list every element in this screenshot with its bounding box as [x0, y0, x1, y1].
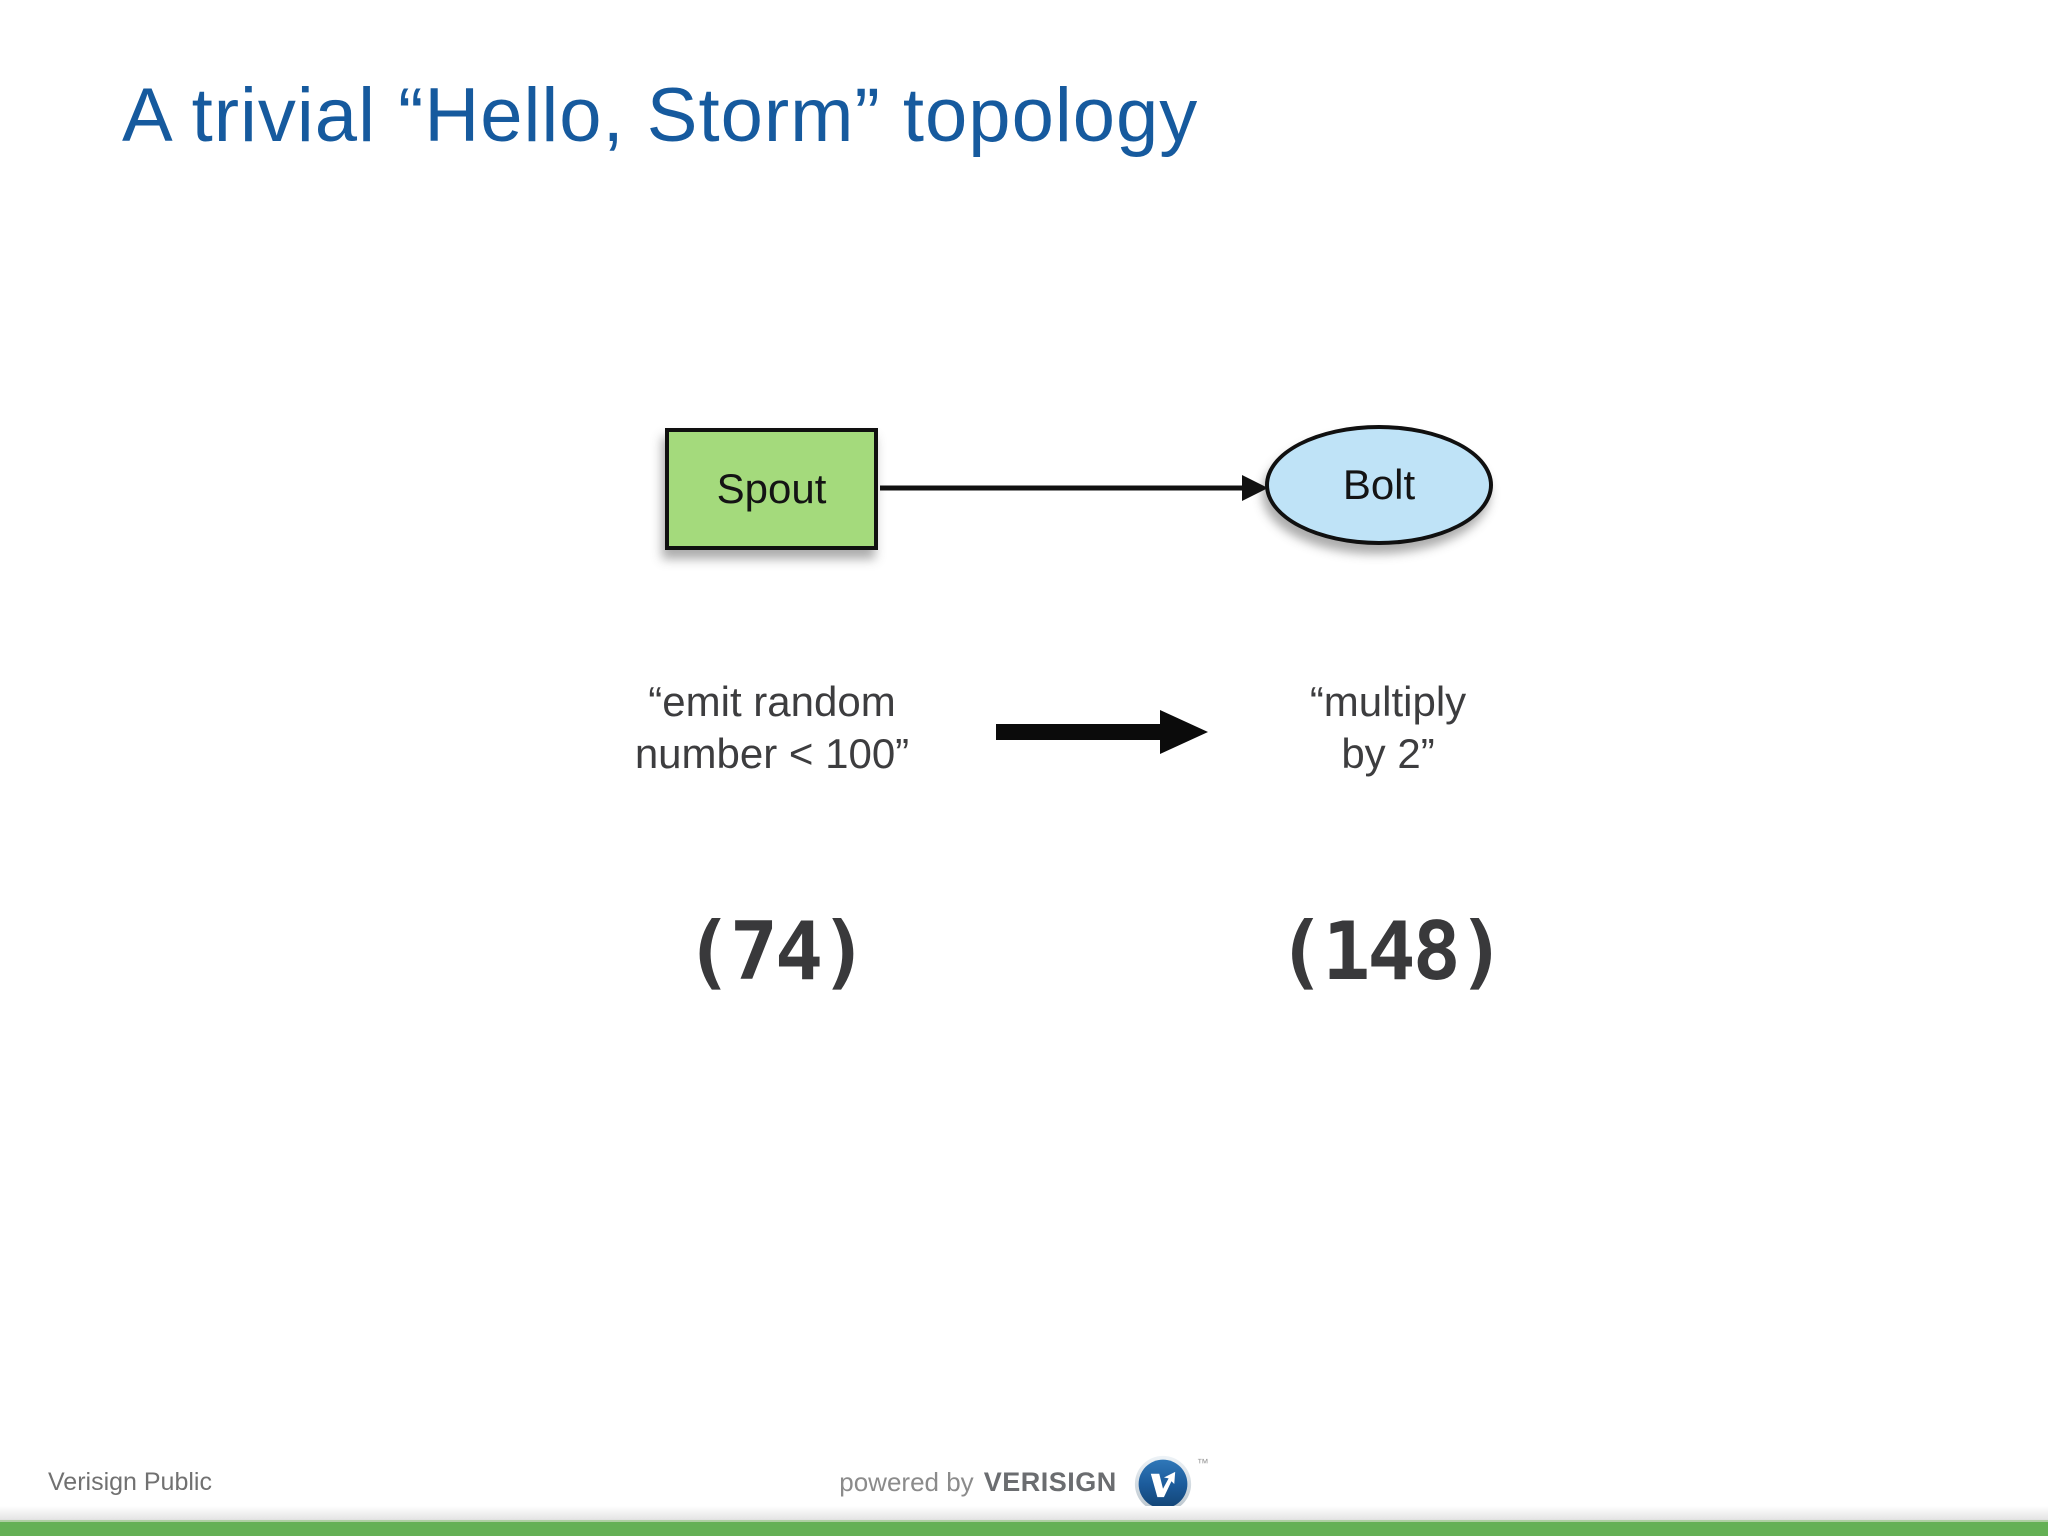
- spout-node: Spout: [665, 428, 878, 550]
- footer-classification: Verisign Public: [48, 1468, 212, 1496]
- bolt-annotation: “multiply by 2”: [1188, 676, 1588, 780]
- verisign-wordmark: VERISIGN: [983, 1466, 1117, 1497]
- spout-node-label: Spout: [716, 465, 827, 512]
- spout-annotation-line1: “emit random: [648, 678, 896, 725]
- footer-green-bar: [0, 1520, 2048, 1536]
- spout-annotation: “emit random number < 100”: [572, 676, 972, 780]
- bolt-node-label: Bolt: [1342, 461, 1416, 508]
- spout-emitted-value: (74): [684, 905, 869, 998]
- powered-by-verisign: powered by VERISIGN ™: [0, 1450, 2048, 1514]
- bolt-annotation-line1: “multiply: [1309, 678, 1467, 725]
- spout-annotation-line2: number < 100”: [634, 730, 910, 778]
- footer-fade-strip: [0, 1506, 2048, 1522]
- powered-by-label: powered by: [839, 1466, 974, 1497]
- spout-to-bolt-arrow: [880, 475, 1268, 501]
- bolt-emitted-value: (148): [1277, 905, 1506, 998]
- transform-arrow: [996, 710, 1208, 754]
- slide-title: A trivial “Hello, Storm” topology: [122, 73, 1199, 158]
- bolt-node: Bolt: [1265, 425, 1493, 545]
- bolt-annotation-line2: by 2”: [1341, 730, 1435, 778]
- verisign-v-logo-icon: [1134, 1455, 1191, 1513]
- trademark-symbol: ™: [1196, 1456, 1209, 1470]
